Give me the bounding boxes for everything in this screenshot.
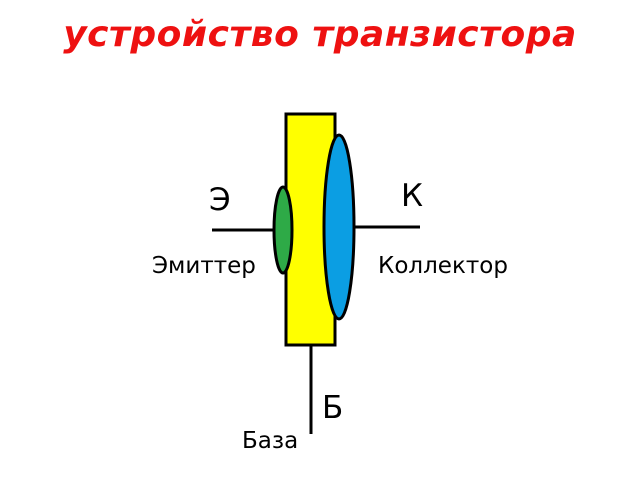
page-title: устройство транзистора [63, 14, 577, 55]
base-letter: Б [322, 390, 343, 426]
base-name: База [242, 428, 298, 454]
collector-name: Коллектор [378, 253, 508, 279]
emitter-region [272, 185, 294, 275]
emitter-name: Эмиттер [152, 253, 256, 279]
collector-letter: К [401, 178, 423, 214]
collector-region [322, 133, 356, 321]
emitter-letter: Э [209, 182, 231, 218]
